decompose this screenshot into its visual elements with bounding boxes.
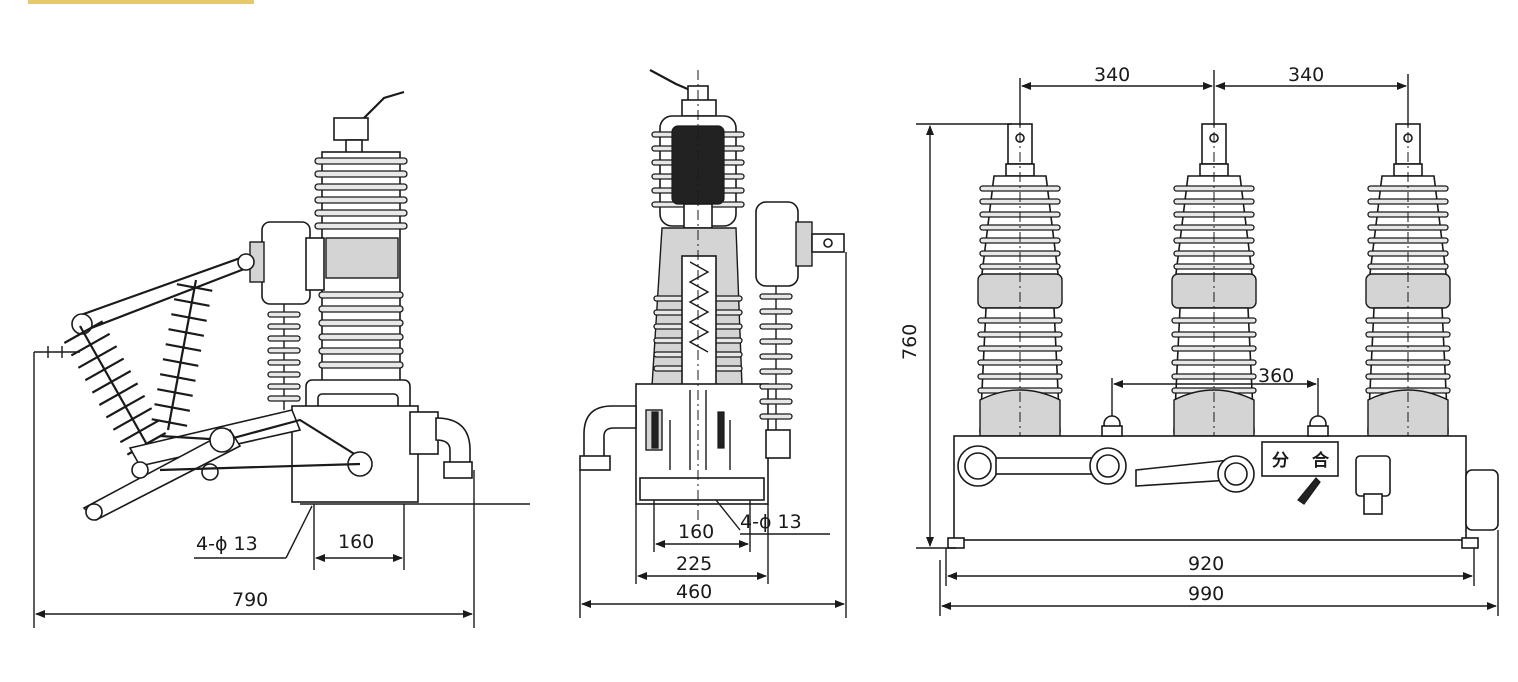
insulator-shed <box>318 291 404 299</box>
insulator-shed <box>759 338 793 345</box>
arrester-shed <box>176 283 213 292</box>
front-elbow <box>579 405 637 471</box>
front-bolt-label: 4-ϕ 13 <box>740 511 802 533</box>
rear-dim-760-label: 760 <box>899 324 921 360</box>
arrester-shed <box>112 407 153 431</box>
insulator-shed <box>314 183 408 191</box>
arrester-shed <box>105 394 146 419</box>
rear-dim-360-label: 360 <box>1258 365 1294 387</box>
side-dim-160-label: 160 <box>338 531 374 553</box>
side-dim-160: 160 <box>313 504 405 570</box>
rear-dim-920: 920 <box>945 548 1475 586</box>
rear-dim-340-right: 340 <box>1215 64 1409 126</box>
insulator-shed <box>314 222 408 230</box>
insulator-shed <box>759 293 793 300</box>
rear-dim-760: 760 <box>899 123 1012 549</box>
insulator-shed <box>314 170 408 178</box>
side-current-transformer <box>249 221 325 305</box>
rear-dim-340-left: 340 <box>1019 64 1215 126</box>
rear-dim-990-label: 990 <box>1188 583 1224 605</box>
front-dim-160-label: 160 <box>678 521 714 543</box>
front-dim-160: 160 <box>653 500 751 552</box>
side-dim-790-label: 790 <box>232 589 268 611</box>
side-arrester-left <box>63 320 167 456</box>
insulator-shed <box>759 323 793 330</box>
insulator-shed <box>759 383 793 390</box>
insulator-shed <box>318 319 404 327</box>
rear-dim-920-label: 920 <box>1188 553 1224 575</box>
insulator-shed <box>318 361 404 369</box>
insulator-shed <box>318 305 404 313</box>
arrester-shed <box>77 345 118 369</box>
insulator-shed <box>314 209 408 217</box>
insulator-shed <box>759 308 793 315</box>
side-mechanism <box>82 405 419 521</box>
side-dim-790: 790 <box>33 352 475 628</box>
side-small-insulator <box>267 304 301 410</box>
insulator-shed <box>267 395 301 402</box>
arrester-shed <box>157 388 193 397</box>
rear-pole-3 <box>1365 112 1451 444</box>
side-arrester-middle <box>151 279 213 431</box>
rear-pole-2 <box>1171 112 1257 444</box>
rear-dim-340-left-label: 340 <box>1094 64 1130 86</box>
insulator-shed <box>318 347 404 355</box>
front-dim-460: 460 <box>579 252 847 618</box>
insulator-shed <box>267 335 301 342</box>
side-view: 160 4-ϕ 13 790 <box>33 90 530 628</box>
insulator-shed <box>759 413 793 420</box>
insulator-shed <box>267 347 301 354</box>
side-dim-bolt: 4-ϕ 13 <box>194 505 313 559</box>
arrester-shed <box>98 382 139 406</box>
insulator-shed <box>267 371 301 378</box>
front-dim-bolt: 4-ϕ 13 <box>715 499 830 535</box>
arrester-shed <box>159 373 196 382</box>
side-bolt-label: 4-ϕ 13 <box>196 533 258 555</box>
arrester-shed <box>70 332 111 357</box>
arrester-shed <box>151 418 188 427</box>
side-main-insulator <box>305 151 411 441</box>
insulator-shed <box>759 398 793 405</box>
arrester-shed <box>84 357 125 382</box>
insulator-shed <box>267 383 301 390</box>
side-top-terminal <box>333 90 405 155</box>
rear-base-tank: 分 合 <box>947 435 1499 549</box>
arrester-shed <box>63 320 104 344</box>
side-outlet-elbow <box>409 411 473 479</box>
insulator-shed <box>267 323 301 330</box>
front-dim-460-label: 460 <box>676 581 712 603</box>
arrester-shed <box>91 370 132 394</box>
front-mechanism-box <box>635 383 769 505</box>
insulator-shed <box>318 333 404 341</box>
front-top-terminal <box>649 69 717 117</box>
arrester-shed <box>168 328 205 337</box>
front-view: 4-ϕ 13 160 225 460 <box>579 69 847 618</box>
front-lower-insulator <box>651 227 743 397</box>
insulator-shed <box>759 368 793 375</box>
rear-pole-1 <box>977 112 1063 444</box>
rear-dim-340-right-label: 340 <box>1288 64 1324 86</box>
insulator-shed <box>314 196 408 204</box>
front-dim-225-label: 225 <box>676 553 712 575</box>
insulator-shed <box>267 359 301 366</box>
rear-dim-360: 360 <box>1111 365 1319 416</box>
arrester-shed <box>165 343 202 352</box>
arrester-shed <box>162 358 199 367</box>
arrester-shed <box>119 419 160 444</box>
front-current-transformer <box>755 201 845 459</box>
arrester-shed <box>154 403 191 412</box>
insulator-shed <box>759 353 793 360</box>
arrester-shed <box>173 298 210 307</box>
rear-close-label: 合 <box>1312 450 1330 471</box>
rear-dim-990: 990 <box>939 530 1499 616</box>
insulator-shed <box>314 157 408 165</box>
header-fragment <box>28 0 254 4</box>
rear-open-label: 分 <box>1272 451 1289 471</box>
rear-lifting-eyes <box>1101 415 1329 437</box>
rear-view: 分 合 340 340 76 <box>899 64 1499 616</box>
front-dim-225: 225 <box>635 504 769 584</box>
insulator-shed <box>267 311 301 318</box>
arrester-shed <box>171 313 207 322</box>
